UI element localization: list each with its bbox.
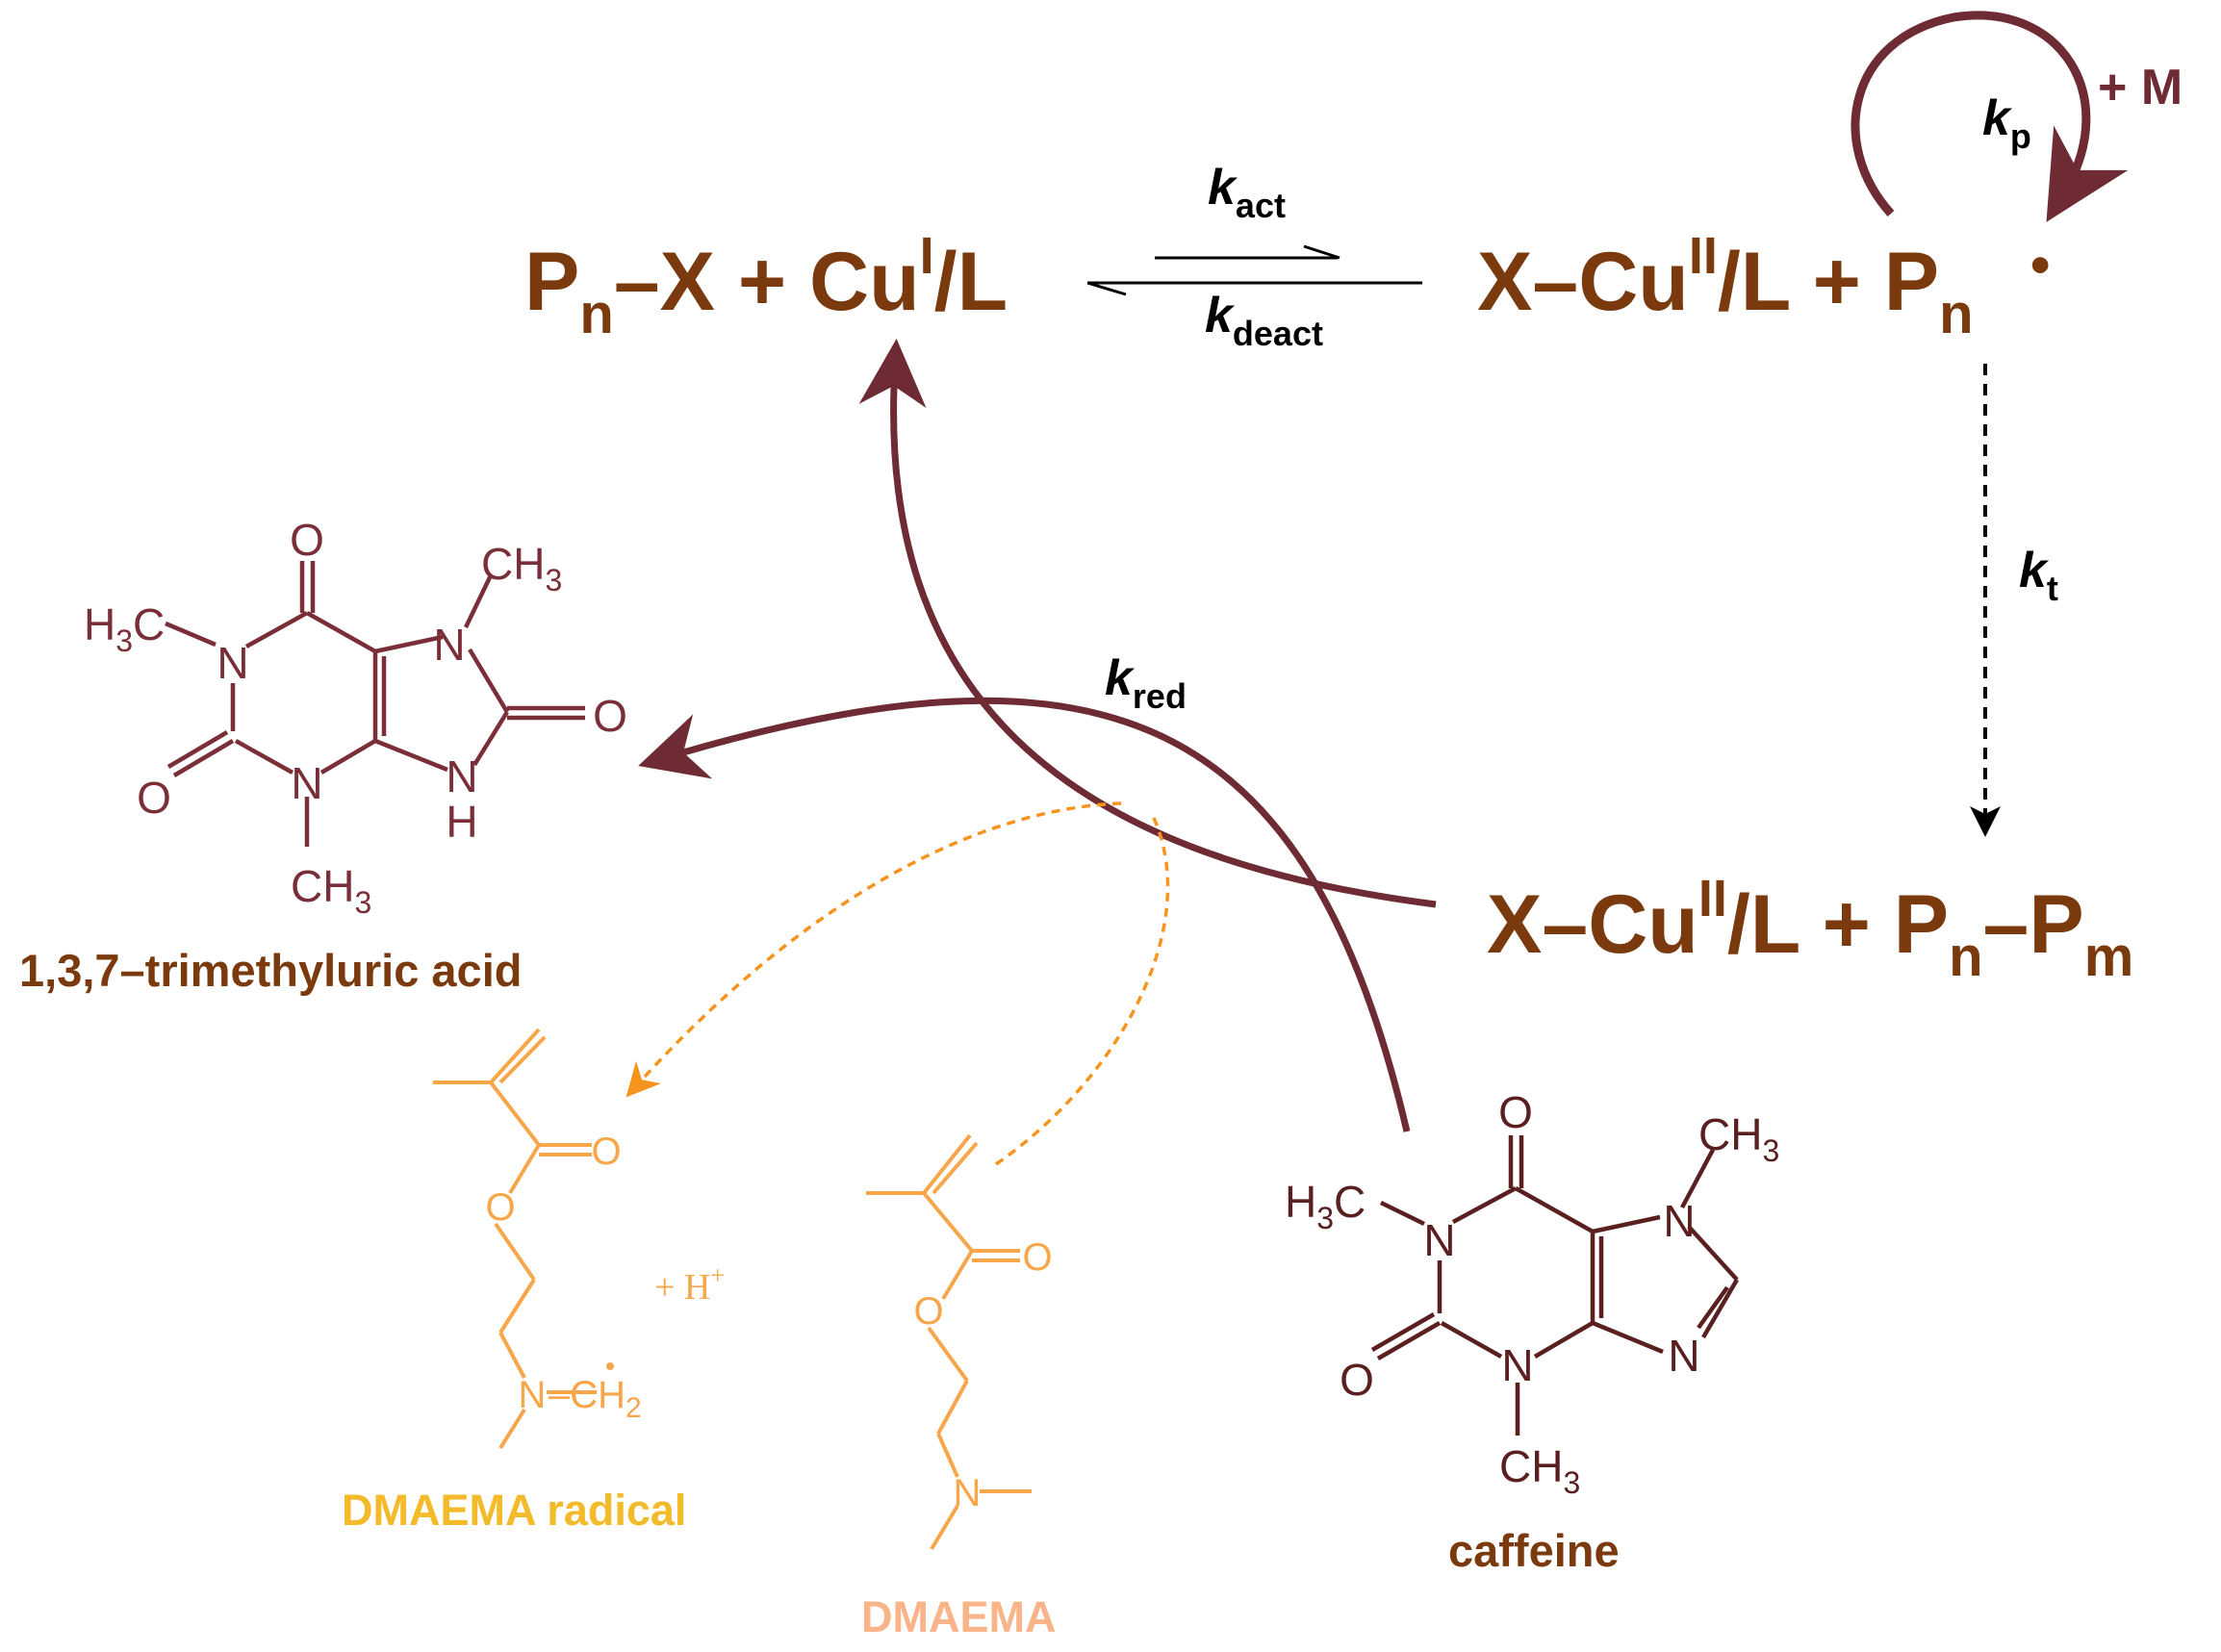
svg-text:O: O: [137, 773, 171, 823]
proton-label: + H+: [654, 1261, 725, 1308]
svg-text:N: N: [954, 1472, 982, 1514]
svg-text:H: H: [446, 797, 477, 847]
svg-text:O: O: [1022, 1236, 1052, 1279]
svg-text:N: N: [1663, 1196, 1695, 1246]
svg-text:CH3: CH3: [1499, 1441, 1580, 1500]
k-t-label: kt: [2019, 543, 2058, 608]
svg-text:N: N: [291, 758, 322, 808]
svg-text:N: N: [433, 620, 465, 670]
dmaema-oxidation-arrows: [625, 801, 1170, 1166]
svg-text:H3C: H3C: [84, 599, 165, 658]
dmaema-atoms: O O N: [913, 1236, 1052, 1514]
reduction-arrows: [638, 339, 1437, 1132]
dmaema-structure: [866, 1133, 1032, 1551]
svg-text:O: O: [593, 691, 627, 741]
caffeine-structure: [1370, 1135, 1739, 1436]
dmaema-radical-atoms: O O N –CH2: [485, 1131, 641, 1424]
k-p-label: kp: [1982, 90, 2031, 156]
svg-text:N: N: [1501, 1340, 1533, 1390]
svg-text:N: N: [1668, 1331, 1699, 1381]
svg-text:X–CuII/L + Pn–Pm: X–CuII/L + Pn–Pm: [1487, 870, 2133, 988]
caffeine-atoms: O N N O N N CH3 H3C CH3: [1285, 1087, 1779, 1500]
k-red-label: kred: [1105, 650, 1187, 716]
termination-product-species: X–CuII/L + Pn–Pm: [1487, 870, 2133, 988]
plus-monomer-label: + M: [2098, 60, 2183, 115]
dmaema-radical-label: DMAEMA radical: [342, 1486, 686, 1535]
svg-text:N: N: [519, 1374, 547, 1416]
dmaema-radical-structure: [433, 1028, 597, 1450]
svg-text:–CH2: –CH2: [549, 1374, 642, 1424]
radical-dot: •: [2030, 234, 2050, 296]
svg-text:O: O: [1498, 1087, 1533, 1137]
trimethyluric-acid-label: 1,3,7–trimethyluric acid: [19, 945, 522, 996]
svg-text:N: N: [446, 751, 477, 801]
svg-text:O: O: [913, 1290, 943, 1333]
propagation-loop: [1851, 11, 2129, 222]
svg-text:N: N: [1423, 1215, 1455, 1265]
svg-text:X–CuII/L + Pn: X–CuII/L + Pn: [1477, 227, 1974, 345]
dmaema-label: DMAEMA: [861, 1592, 1056, 1641]
svg-text:CH3: CH3: [1698, 1109, 1779, 1168]
equilibrium-right-species: X–CuII/L + Pn •: [1477, 227, 2050, 345]
trimethyluric-acid-atoms: O N N O O N N H CH3 H3C CH3: [84, 515, 627, 920]
caffeine-label: caffeine: [1448, 1525, 1620, 1576]
svg-text:CH3: CH3: [291, 861, 371, 920]
svg-text:O: O: [485, 1186, 515, 1229]
equilibrium-left-species: Pn–X + CuI/L: [524, 227, 1008, 345]
k-deact-label: kdeact: [1205, 288, 1323, 353]
svg-text:H3C: H3C: [1285, 1177, 1366, 1235]
svg-text:O: O: [591, 1131, 621, 1173]
svg-text:Pn–X + CuI/L: Pn–X + CuI/L: [524, 227, 1008, 345]
svg-text:O: O: [1340, 1355, 1374, 1405]
svg-text:O: O: [290, 515, 324, 565]
svg-text:CH3: CH3: [481, 539, 562, 597]
svg-text:N: N: [217, 638, 248, 688]
equilibrium-arrows: [1086, 244, 1422, 296]
trimethyluric-acid-structure: [165, 561, 585, 847]
k-act-label: kact: [1208, 160, 1286, 225]
